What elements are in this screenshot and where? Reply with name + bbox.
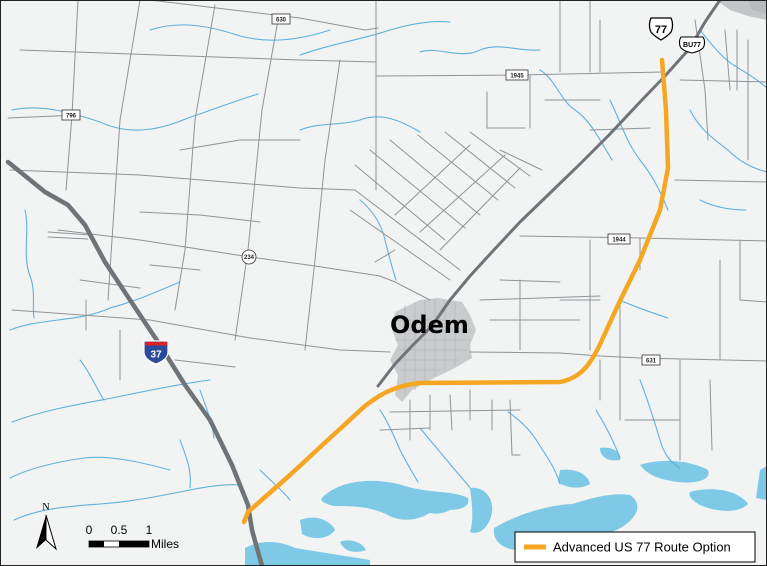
svg-text:796: 796: [66, 114, 77, 120]
fm-630-shield: 630: [271, 13, 291, 25]
svg-text:1944: 1944: [612, 238, 626, 244]
interstate-37-shield-icon: 37: [143, 340, 169, 365]
fm-1945-shield: 1945: [505, 69, 529, 81]
legend: Advanced US 77 Route Option: [514, 531, 756, 563]
svg-text:234: 234: [244, 255, 255, 261]
odem-urban-area: [390, 298, 476, 402]
fm-1944-shield: 1944: [607, 233, 631, 245]
svg-text:77: 77: [655, 24, 667, 36]
svg-text:Miles: Miles: [151, 537, 179, 551]
local-roads: [7, 0, 767, 461]
svg-text:37: 37: [150, 350, 162, 361]
streams: [9, 20, 767, 521]
fm-796-shield: 796: [61, 109, 81, 121]
fm-234-shield: 234: [241, 249, 257, 265]
route-option-line: [241, 57, 671, 525]
upper-right-landmass: [716, 0, 767, 20]
svg-text:1945: 1945: [510, 74, 524, 80]
svg-text:0.5: 0.5: [111, 523, 128, 537]
svg-text:630: 630: [276, 18, 287, 24]
us-77-shield-icon: 77: [648, 17, 674, 41]
svg-text:N: N: [42, 502, 49, 513]
svg-text:BU77: BU77: [683, 42, 701, 49]
svg-text:0: 0: [86, 523, 93, 537]
us-77-road: [376, 0, 722, 388]
business-77-shield-icon: BU77: [678, 36, 706, 54]
legend-item-label: Advanced US 77 Route Option: [553, 540, 731, 555]
town-label: Odem: [390, 311, 469, 339]
north-arrow-icon: N: [36, 502, 57, 551]
svg-text:631: 631: [646, 359, 657, 365]
svg-text:1: 1: [146, 523, 153, 537]
scale-bar: 0 0.5 1 Miles: [86, 523, 179, 551]
fm-631-shield: 631: [641, 354, 661, 366]
